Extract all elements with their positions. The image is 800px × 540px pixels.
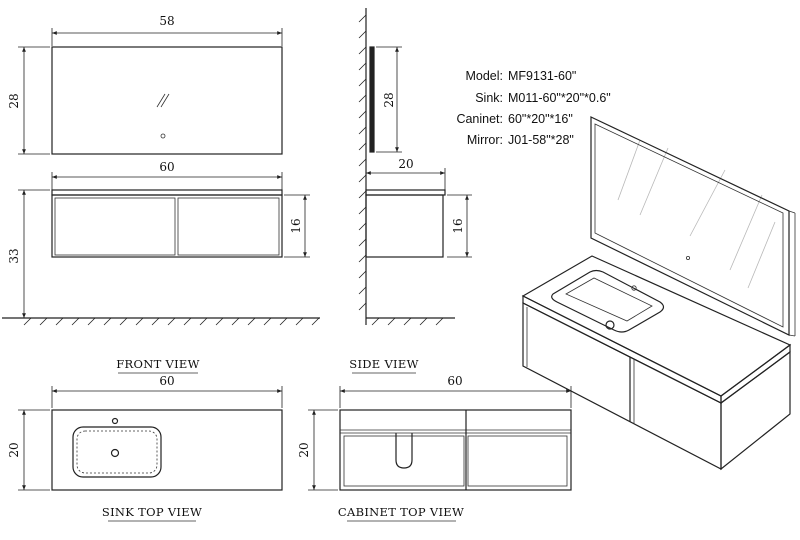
side-floor-hatch (371, 317, 444, 326)
cabinet-top-depth-dim: 20 (297, 442, 311, 457)
spec-value-model: MF9131-60" (508, 69, 576, 83)
side-cabinet (365, 194, 444, 258)
iso-mirror (590, 116, 796, 337)
side-mirror-height-dim: 28 (382, 92, 396, 107)
sink-top-basin (72, 426, 162, 478)
spec-label-mirror: Mirror: (467, 133, 503, 147)
faucet-hole-icon (111, 417, 119, 425)
side-view-label: SIDE VIEW (349, 357, 418, 371)
mirror-width-dim: 58 (159, 14, 174, 28)
cabinet-plumbing-cutout (395, 433, 413, 469)
mirror-sensor-icon (156, 93, 170, 139)
side-view: 28 20 16 SIDE VIEW (349, 8, 472, 374)
side-depth-dim: 20 (398, 157, 413, 171)
side-wall-hatch (358, 14, 367, 311)
front-drawer-right (177, 197, 280, 256)
spec-label-sink: Sink: (475, 91, 503, 105)
cabinet-top-view: 60 20 CABINET TOP VIEW (297, 374, 572, 522)
spec-list: Model: MF9131-60" Sink: M011-60"*20"*0.6… (456, 69, 610, 147)
vanity-width-dim: 60 (159, 160, 174, 174)
drawer-height-dim: 16 (289, 218, 303, 233)
cabinet-top-view-label: CABINET TOP VIEW (338, 505, 464, 519)
spec-value-mirror: J01-58"*28" (508, 133, 574, 147)
sink-top-width-dim: 60 (159, 374, 174, 388)
side-mirror (369, 46, 375, 153)
spec-label-cabinet: Caninet: (456, 112, 503, 126)
side-countertop (365, 189, 446, 196)
cabinet-top-left-drawer (343, 435, 465, 487)
front-view: 58 28 60 16 33 (2, 14, 320, 374)
front-drawer-left (54, 197, 176, 256)
iso-sink-basin (551, 269, 665, 333)
iso-cabinet (522, 302, 791, 471)
front-view-label: FRONT VIEW (116, 357, 200, 371)
spec-value-cabinet: 60"*20"*16" (508, 112, 573, 126)
cabinet-top-outline (339, 409, 572, 491)
sink-top-view: 60 20 SINK TOP VIEW (7, 374, 283, 522)
front-cabinet (51, 194, 283, 258)
sink-top-outline (51, 409, 283, 491)
front-floor-hatch (23, 317, 320, 326)
cabinet-top-right-drawer (467, 435, 568, 487)
vanity-height-dim: 33 (7, 248, 21, 263)
spec-value-sink: M011-60"*20"*0.6" (508, 91, 611, 105)
sink-drain-icon (110, 448, 120, 458)
sink-top-view-label: SINK TOP VIEW (102, 505, 202, 519)
sink-top-depth-dim: 20 (7, 442, 21, 457)
front-countertop (51, 189, 283, 196)
mirror-height-dim: 28 (7, 93, 21, 108)
isometric-view (521, 116, 796, 471)
front-mirror (51, 46, 283, 155)
cabinet-top-width-dim: 60 (447, 374, 462, 388)
side-drawer-height-dim: 16 (451, 218, 465, 233)
spec-label-model: Model: (465, 69, 503, 83)
